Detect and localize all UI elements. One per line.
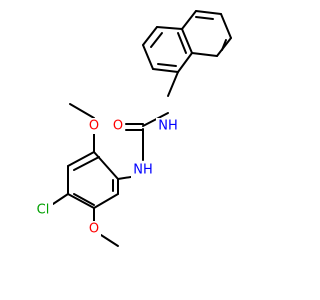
amide-nitrogen-lower-label: NH [133,163,153,178]
bond-naph-b-3 [220,13,232,39]
bond-naph-a-d3 [177,32,187,54]
bond-naph-a-3 [152,68,179,73]
bond-aryl-d2 [73,193,95,206]
bond-aryl-4 [67,193,95,209]
bond-naph-b-d1 [221,39,227,51]
bond-methoxy-top-methyl [69,103,95,119]
bond-aryl-2 [67,151,95,167]
bond-naph-a-4 [177,52,193,73]
bond-aryl-1 [93,151,119,180]
labels-layer: O NH NH O O Cl [33,118,180,237]
bond-naph-a-d1 [150,32,163,48]
carbonyl-oxygen-bg [111,118,125,134]
bond-aryl-d1 [73,156,100,171]
bond-naph-b-d2 [195,16,214,20]
methoxy-oxygen-bottom-label: O [89,222,99,237]
molecule-diagram: O NH NH O O Cl [33,10,232,247]
amide-nitrogen-upper-bg [156,118,180,134]
bond-naph-b-1 [191,52,218,57]
methoxy-oxygen-top-bg [87,118,101,134]
bond-chloro-bond [52,193,69,205]
bond-naph-a-d2 [157,63,177,67]
bond-nh-upper-carbonyl [142,112,169,127]
methoxy-oxygen-bottom-bg [87,221,101,237]
bond-naph-a-6 [156,26,183,30]
bonds-layer [52,10,232,247]
amide-nitrogen-lower-bg [131,162,155,178]
chlorine-label: Cl [37,203,50,218]
chlorine-bg [33,202,53,218]
structure-canvas: O NH NH O O Cl [33,10,232,247]
bond-naph-a-2 [142,44,154,70]
bond-aryl-5 [93,193,119,209]
bond-naph-b-4 [195,10,222,15]
bond-naph-b-5 [181,10,197,30]
bond-methoxy-bottom-methyl [100,234,119,247]
bond-naph-a-5 [181,28,193,54]
bond-naph-a-1 [142,26,158,46]
amide-nitrogen-upper-label: NH [158,119,178,134]
methoxy-oxygen-top-label: O [89,119,99,134]
bond-naph-nh [167,71,179,97]
carbonyl-oxygen-label: O [113,119,123,134]
